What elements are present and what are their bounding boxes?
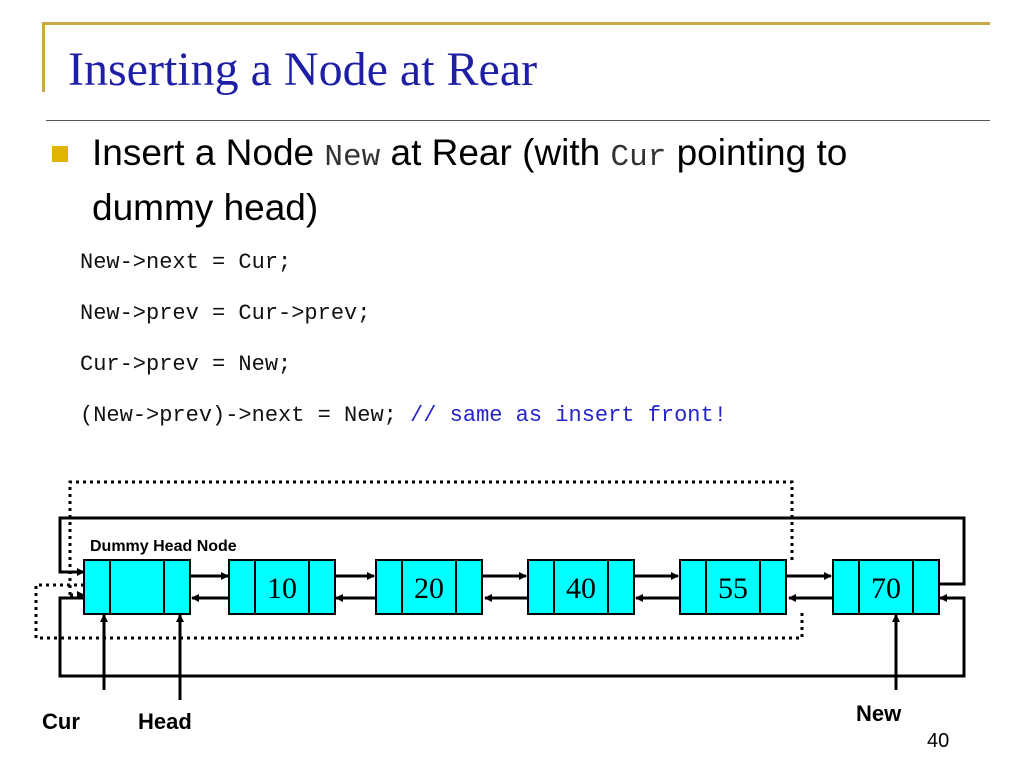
frame-top-rule [42, 22, 990, 25]
node-box [832, 559, 940, 615]
page-number: 40 [927, 730, 950, 752]
code-line-3: Cur->prev = New; [80, 352, 292, 377]
list-node: 40 [527, 559, 635, 615]
cur-prev-loop [58, 594, 966, 678]
dotted-old-prev-link [34, 583, 804, 640]
bullet-text-part: at Rear (with [380, 132, 611, 173]
list-node: 20 [375, 559, 483, 615]
node-box [228, 559, 336, 615]
node-value: 55 [718, 572, 748, 605]
frame-left-rule [42, 22, 45, 92]
slide-title: Inserting a Node at Rear [68, 43, 538, 96]
node-box [527, 559, 635, 615]
list-node: 10 [228, 559, 336, 615]
new-label: New [856, 701, 902, 726]
bullet-code-cur: Cur [610, 140, 667, 175]
list-node: 55 [679, 559, 787, 615]
title-underline [46, 120, 990, 121]
code-line-2: New->prev = Cur->prev; [80, 301, 371, 326]
node-value: 20 [414, 572, 444, 605]
bullet-code-new: New [324, 140, 381, 175]
node-value: 40 [566, 572, 596, 605]
bullet-text-part: Insert a Node [92, 132, 325, 173]
dummy-head-label: Dummy Head Node [90, 538, 237, 555]
dummy-head-node [83, 559, 191, 615]
cur-label: Cur [42, 709, 80, 734]
node-box [375, 559, 483, 615]
code-line-4-statement: (New->prev)->next = New; [80, 403, 397, 428]
bullet-square-icon [52, 146, 68, 162]
new-next-loop [58, 516, 966, 586]
list-node: 70 [832, 559, 940, 615]
node-box [83, 559, 191, 615]
bullet-text: Insert a Node New at Rear (with Cur poin… [92, 128, 972, 233]
code-line-1: New->next = Cur; [80, 250, 292, 275]
bullet-text-part: pointing to dummy head) [92, 132, 848, 228]
code-comment: // same as insert front! [396, 403, 727, 428]
node-value: 70 [871, 572, 901, 605]
head-label: Head [138, 709, 192, 734]
node-box [679, 559, 787, 615]
dotted-old-link [68, 480, 794, 595]
code-line-4: (New->prev)->next = New; // same as inse… [80, 403, 727, 428]
node-value: 10 [267, 572, 297, 605]
